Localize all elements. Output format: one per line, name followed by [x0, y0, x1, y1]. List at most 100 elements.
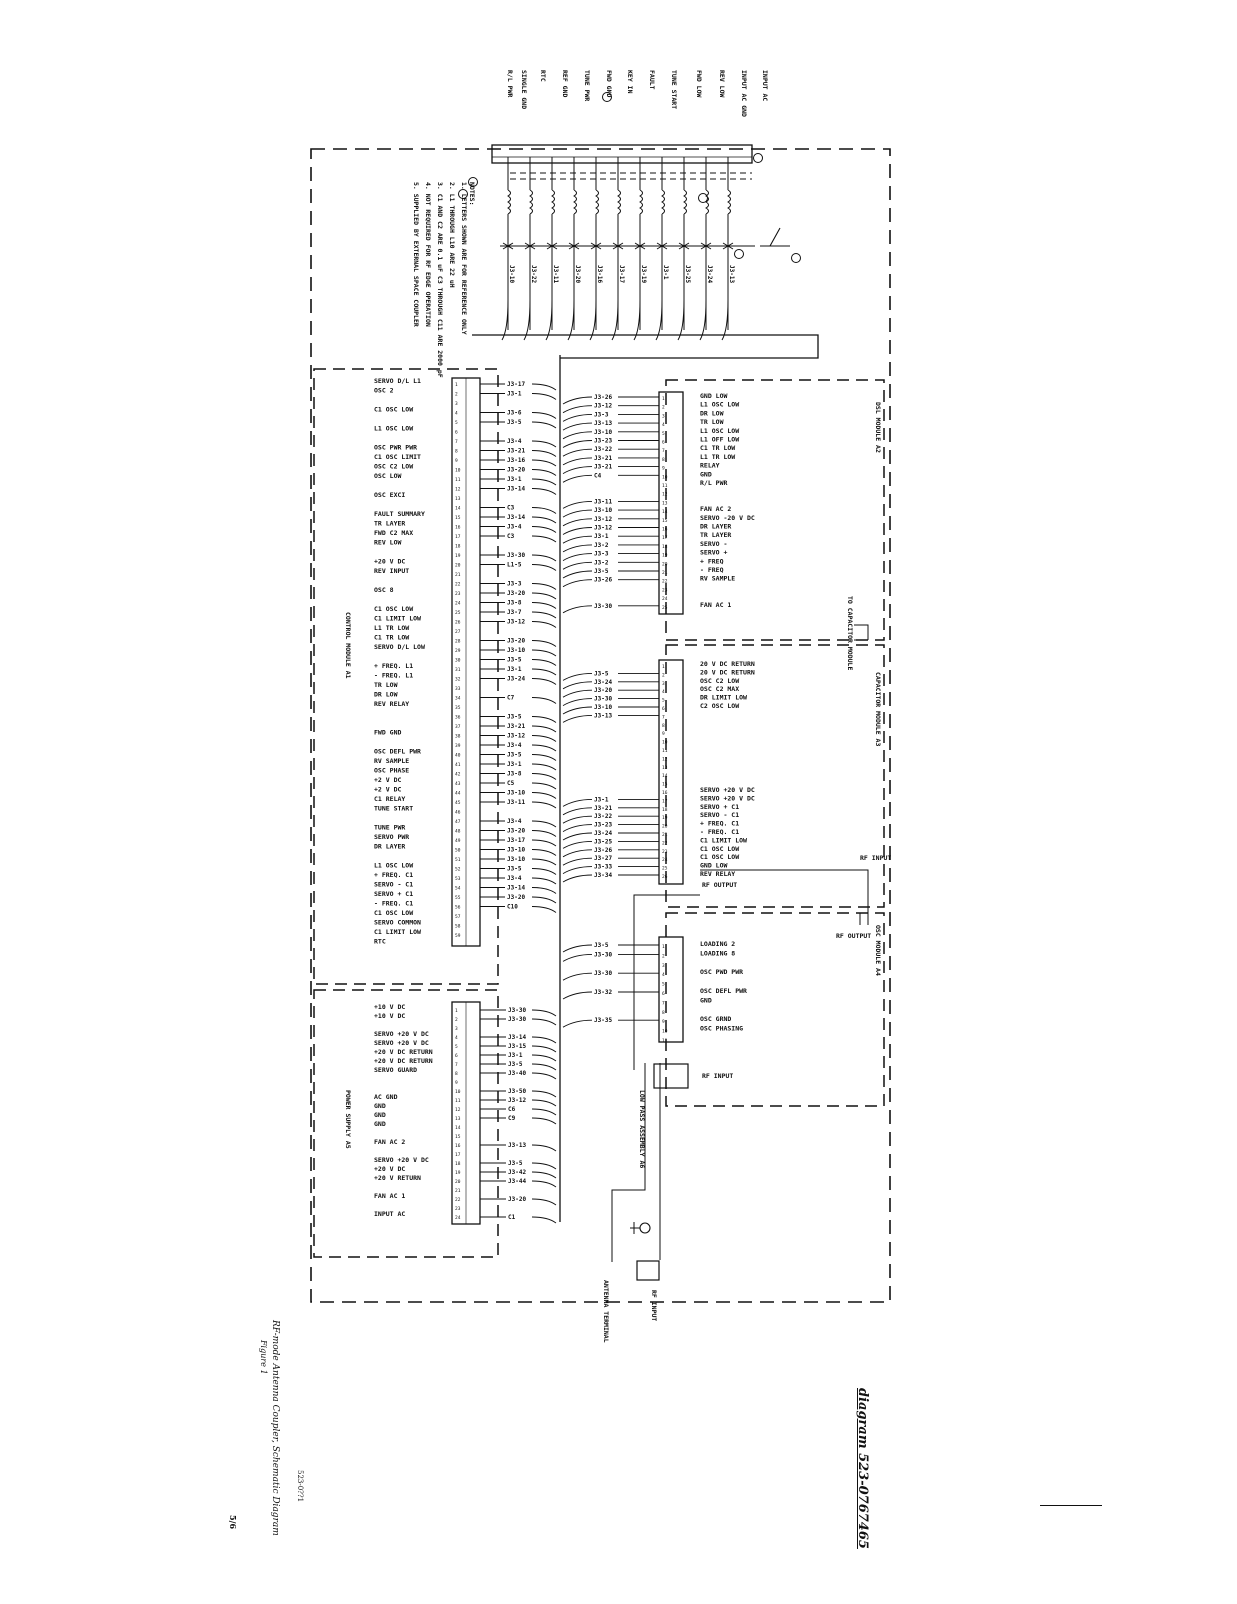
note-item: 4. NOT REQUIRED FOR RF EDGE OPERATION	[424, 182, 432, 327]
control-wire-ref: J3-12	[507, 619, 525, 626]
control-wire-ref: J3-5	[507, 714, 522, 721]
pin-number: 15	[662, 782, 668, 788]
dsl-signal-label: L1 TR LOW	[700, 453, 735, 461]
dsl-wire-curve	[562, 570, 593, 579]
filter-capacitor	[590, 242, 602, 250]
capacitor-wire-curve	[562, 866, 593, 874]
pin-number: 18	[662, 807, 668, 813]
power-wire-ref: C9	[508, 1115, 516, 1122]
inductor	[529, 189, 533, 215]
pin-number: 12	[662, 756, 668, 762]
pin-number: 49	[455, 838, 461, 844]
control-signal-label: L1 OSC LOW	[374, 425, 413, 433]
capacitor-wire-curve	[562, 681, 593, 690]
control-signal-label: OSC C2 LOW	[374, 463, 413, 471]
filter-capacitor	[722, 242, 734, 250]
capacitor-signal-label: SERVO - C1	[700, 811, 739, 819]
power-wire-curve	[531, 1117, 557, 1125]
control-wire-curve	[531, 583, 557, 590]
edge-terminal-label: FAULT	[648, 70, 656, 90]
dsl-wire-curve	[562, 440, 593, 448]
control-wire-curve	[531, 602, 557, 609]
control-wire-curve	[531, 801, 557, 809]
dsl-wire-curve	[562, 527, 593, 535]
capacitor-link	[854, 624, 869, 641]
dsl-signal-label: SERVO -	[700, 540, 727, 548]
control-wire-curve	[531, 554, 557, 562]
edge-terminal-label: TUNE START	[670, 70, 678, 109]
pin-number: 19	[455, 1170, 461, 1176]
capacitor-wire-curve	[562, 689, 593, 698]
control-wire-ref: J3-8	[507, 600, 522, 607]
osc-wire-curve	[562, 972, 593, 981]
pin-number: 13	[662, 500, 668, 506]
power-signal-label: +10 V DC	[374, 1003, 405, 1011]
reference-circle	[753, 153, 763, 163]
osc-wire-ref: J3-5	[594, 942, 609, 949]
capacitor-signal-label: SERVO + C1	[700, 803, 739, 811]
filter-tail	[633, 299, 641, 341]
pin-number: 6	[455, 1053, 458, 1059]
control-signal-label: OSC PWR PWR	[374, 444, 417, 452]
control-wire-ref: J3-4	[507, 524, 522, 531]
filter-ref: J3-17	[618, 265, 625, 283]
capacitor-wire-ref: J3-10	[594, 704, 612, 711]
control-signal-label: - FREQ. L1	[374, 672, 413, 680]
osc-signal-label: LOADING 2	[700, 940, 735, 948]
dsl-signal-label: L1 OSC LOW	[700, 401, 739, 409]
dsl-signal-label: FAN AC 2	[700, 505, 731, 513]
capacitor-signal-label: + FREQ. C1	[700, 820, 739, 828]
pin-number: 23	[455, 1206, 461, 1212]
filter-ref: J3-25	[684, 265, 691, 283]
pin-number: 14	[662, 509, 668, 515]
control-signal-label: SERVO - C1	[374, 881, 413, 889]
pin-number: 9	[662, 731, 665, 737]
control-wire-curve	[531, 440, 557, 448]
capacitor-signal-label: C1 OSC LOW	[700, 845, 739, 853]
pin-number: 1	[662, 664, 665, 670]
pin-number: 26	[662, 874, 668, 880]
power-wire-ref: J3-13	[508, 1142, 526, 1149]
control-wire-curve	[531, 896, 557, 904]
capacitor-wire-ref: J3-13	[594, 712, 612, 719]
dsl-wire-curve	[562, 553, 593, 561]
capacitor-wire-curve	[562, 857, 593, 866]
capacitor-connector	[658, 659, 684, 885]
capacitor-wire-curve	[562, 840, 593, 849]
control-wire-curve	[531, 659, 557, 666]
pin-number: 11	[455, 1098, 461, 1104]
capacitor-signal-label: OSC C2 MAX	[700, 685, 739, 693]
capacitor-signal-label: SERVO +20 V DC	[700, 786, 755, 794]
pin-number: 28	[455, 639, 461, 645]
control-wire-ref: J3-1	[507, 761, 522, 768]
capacitor-wire-curve	[562, 849, 593, 858]
pin-number: 5	[662, 431, 665, 437]
control-wire-ref: J3-11	[507, 799, 525, 806]
filter-ref: J3-13	[728, 265, 735, 283]
pin-number: 11	[455, 477, 461, 483]
pin-number: 52	[455, 867, 461, 873]
pin-number: 9	[662, 466, 665, 472]
control-signal-label: TUNE PWR	[374, 824, 405, 832]
power-wire-ref: C1	[508, 1214, 516, 1221]
pin-number: 24	[455, 601, 461, 607]
pin-number: 11	[662, 1038, 668, 1044]
osc-wire-curve	[562, 991, 593, 1000]
figure-caption: RF-mode Antenna Coupler, Schematic Diagr…	[270, 1320, 280, 1536]
pin-number: 22	[662, 840, 668, 846]
control-wire-ref: J3-14	[507, 486, 525, 493]
capacitor-wire-ref: J3-1	[594, 796, 609, 803]
capacitor-signal-label: DR LIMIT LOW	[700, 694, 747, 702]
control-wire-curve	[531, 820, 557, 828]
pin-number: 50	[455, 848, 461, 854]
dsl-wire-ref: J3-30	[594, 603, 612, 610]
power-wire-curve	[531, 1099, 557, 1107]
capacitor-module-title: CAPACITOR MODULE A3	[874, 672, 882, 746]
control-wire-ref: L1-5	[507, 562, 522, 569]
reference-circle	[602, 92, 612, 102]
control-wire-curve	[531, 887, 557, 894]
filter-network	[501, 157, 734, 341]
filter-ref: J3-20	[574, 265, 581, 283]
power-wire-curve	[531, 1198, 557, 1206]
pin-number: 6	[455, 430, 458, 436]
